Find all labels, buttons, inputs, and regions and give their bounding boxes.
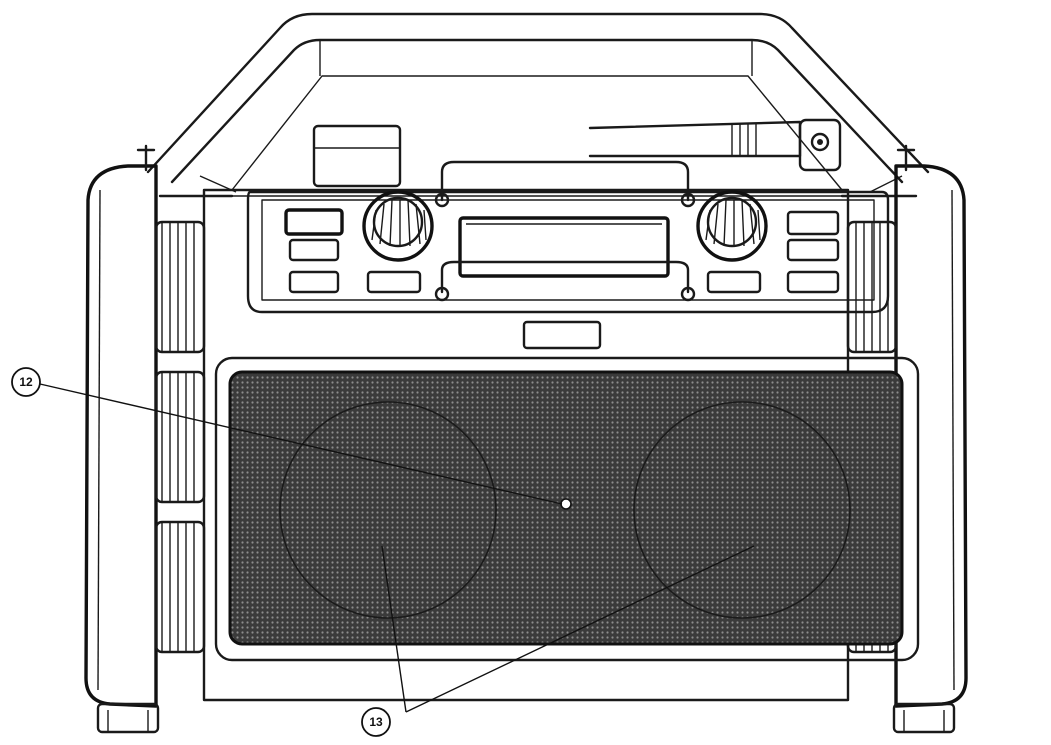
- left-frame: [84, 144, 206, 734]
- left-button-4[interactable]: [366, 270, 422, 294]
- antenna: [312, 118, 842, 188]
- carry-handle: [146, 12, 930, 198]
- left-speaker-outline: [279, 401, 497, 619]
- center-sensor: [560, 498, 572, 510]
- power-button[interactable]: [284, 208, 344, 236]
- main-body: [202, 188, 850, 702]
- speaker-grille: [214, 356, 920, 662]
- right-button-2[interactable]: [786, 238, 840, 262]
- left-ribbed-bumper: [154, 220, 206, 654]
- display-bracket: [434, 160, 696, 302]
- right-knob[interactable]: [696, 190, 768, 262]
- right-button-3[interactable]: [786, 270, 840, 294]
- right-button-4[interactable]: [706, 270, 762, 294]
- left-knob[interactable]: [362, 190, 434, 262]
- left-button-3[interactable]: [288, 270, 340, 294]
- right-button-1[interactable]: [786, 210, 840, 236]
- callout-13-label: 13: [369, 715, 383, 729]
- logo-plate: [522, 320, 602, 350]
- callout-12-label: 12: [19, 375, 33, 389]
- left-button-2[interactable]: [288, 238, 340, 262]
- control-panel: [246, 160, 890, 314]
- display-screen: [458, 216, 670, 278]
- right-speaker-outline: [633, 401, 851, 619]
- callout-13: 13: [361, 545, 755, 737]
- callout-12: 12: [11, 367, 563, 505]
